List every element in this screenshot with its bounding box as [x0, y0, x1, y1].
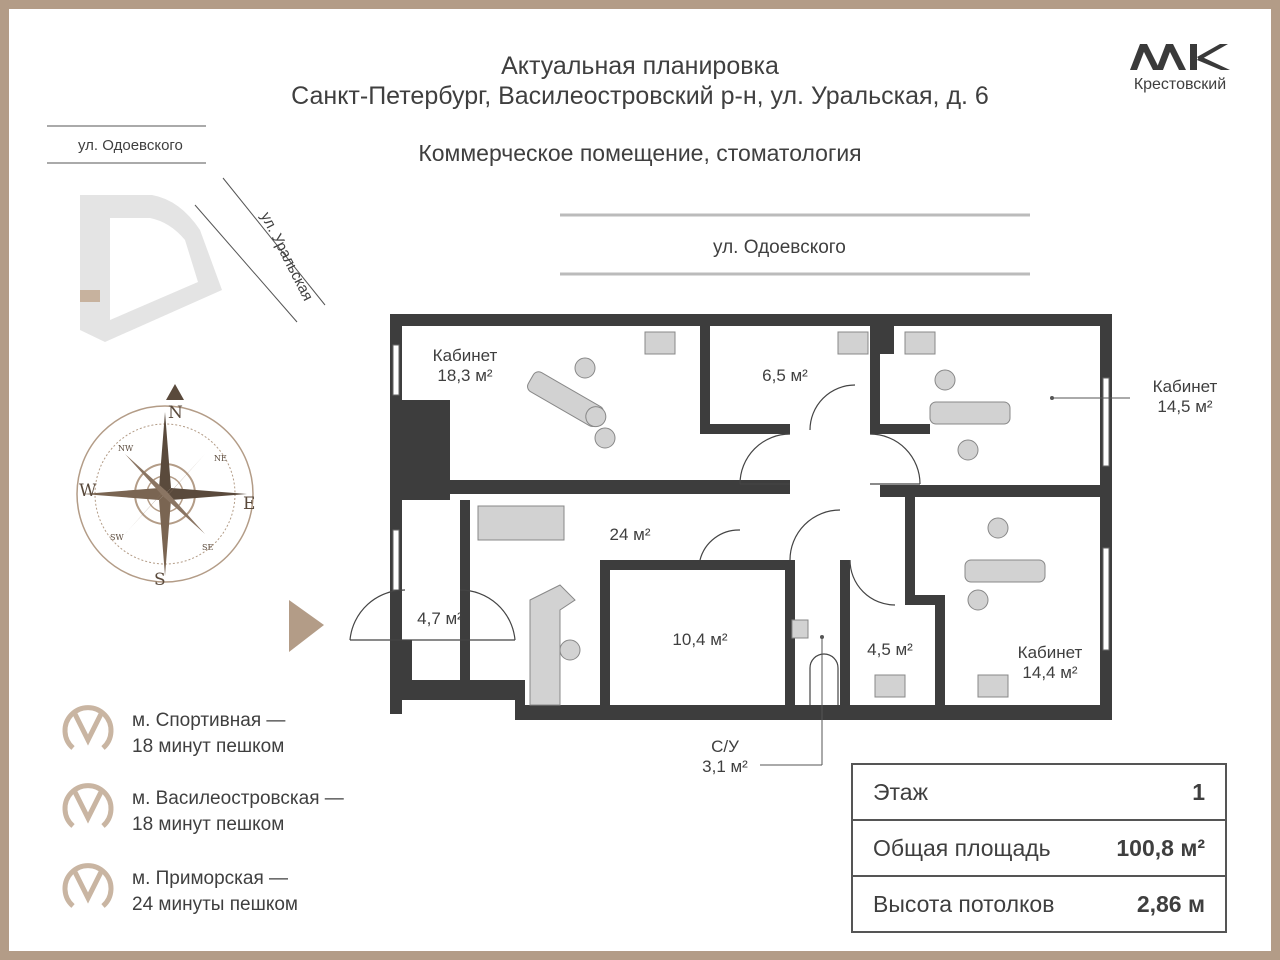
height-label: Высота потолков — [850, 875, 1089, 933]
compass-nw: NW — [118, 444, 134, 453]
area-label: Общая площадь — [850, 819, 1089, 877]
metro-walk: 18 минут пешком — [132, 814, 285, 835]
room-45: 4,5 м² — [867, 640, 913, 659]
street-label-map-top: ул. Одоевского — [78, 137, 183, 154]
info-row-floor: Этаж 1 — [850, 763, 1227, 821]
room-cabinet-1-name: Кабинет — [432, 346, 498, 365]
room-wc-name: С/У — [711, 737, 739, 756]
metro-item: м. Василеостровская — 18 минут пешком — [132, 786, 344, 838]
info-row-height: Высота потолков 2,86 м — [850, 875, 1227, 933]
compass-s: S — [154, 570, 166, 590]
room-cabinet-1-area: 18,3 м² — [437, 366, 493, 385]
metro-station: м. Приморская — — [132, 868, 289, 889]
info-table: Этаж 1 Общая площадь 100,8 м² Высота пот… — [850, 763, 1227, 933]
room-47: 4,7 м² — [417, 609, 463, 628]
compass-n: N — [168, 403, 183, 423]
metro-walk: 24 минуты пешком — [132, 894, 298, 915]
room-cabinet-2-area: 14,5 м² — [1157, 397, 1213, 416]
room-hall: 24 м² — [609, 525, 651, 544]
page-title: Актуальная планировка — [501, 52, 779, 80]
address: Санкт-Петербург, Василеостровский р-н, у… — [291, 82, 989, 110]
info-row-area: Общая площадь 100,8 м² — [850, 819, 1227, 877]
room-104: 10,4 м² — [672, 630, 728, 649]
metro-station: м. Спортивная — — [132, 710, 286, 731]
compass-se: SE — [202, 543, 214, 552]
logo-text: Крестовский — [1133, 76, 1227, 93]
area-value: 100,8 м² — [1088, 819, 1227, 877]
compass-ne: NE — [214, 454, 227, 463]
room-wc: С/У 3,1 м² — [680, 737, 770, 777]
floor-label: Этаж — [850, 763, 1089, 821]
street-label-plan: ул. Одоевского — [713, 237, 846, 258]
room-wc-area: 3,1 м² — [702, 757, 748, 776]
room-cabinet-3-area: 14,4 м² — [1022, 663, 1078, 682]
room-cabinet-2-name: Кабинет — [1152, 377, 1218, 396]
compass-w: W — [79, 481, 97, 501]
room-65: 6,5 м² — [762, 366, 808, 385]
compass-e: E — [243, 494, 256, 514]
room-cabinet-3-name: Кабинет — [1017, 643, 1083, 662]
room-cabinet-1: Кабинет 18,3 м² — [410, 346, 520, 386]
floor-value: 1 — [1088, 763, 1227, 821]
metro-walk: 18 минут пешком — [132, 736, 285, 757]
height-value: 2,86 м — [1088, 875, 1227, 933]
property-type: Коммерческое помещение, стоматология — [418, 140, 862, 166]
room-cabinet-3: Кабинет 14,4 м² — [995, 643, 1105, 683]
metro-item: м. Приморская — 24 минуты пешком — [132, 866, 298, 918]
metro-station: м. Василеостровская — — [132, 788, 344, 809]
room-cabinet-2: Кабинет 14,5 м² — [1130, 377, 1240, 417]
metro-item: м. Спортивная — 18 минут пешком — [132, 708, 285, 760]
compass-sw: SW — [110, 533, 124, 542]
